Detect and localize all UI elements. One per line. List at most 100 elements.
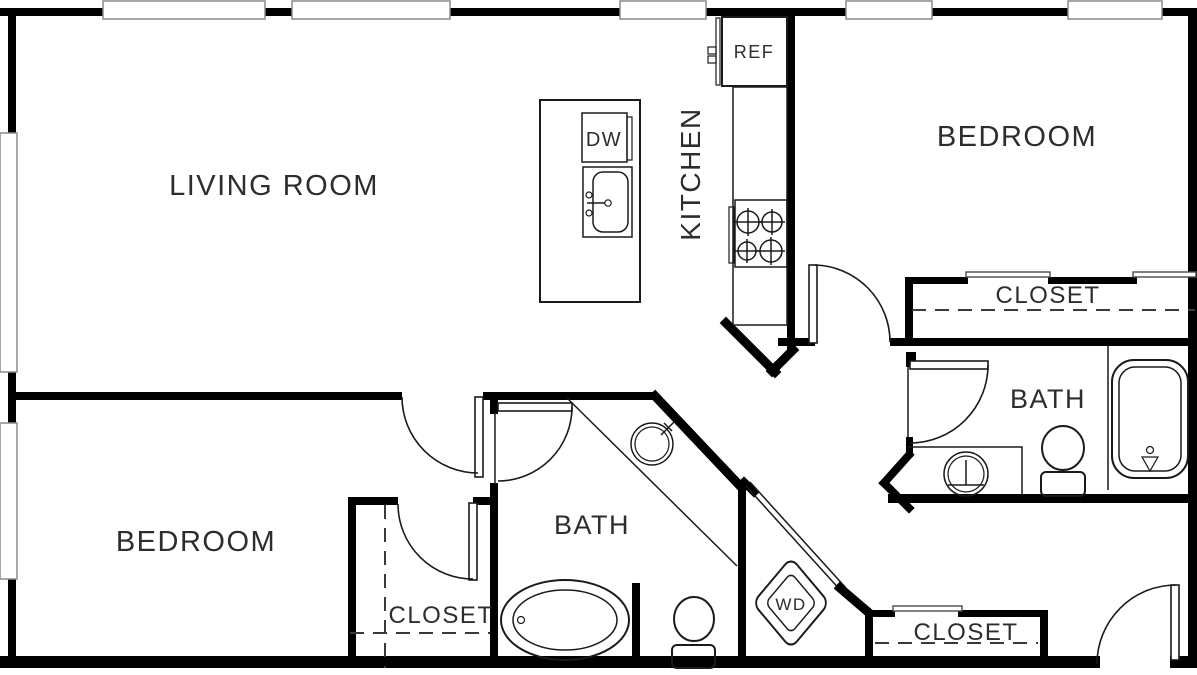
wall-closet-tr-top-2 <box>1048 277 1137 284</box>
island-sink-box <box>582 166 633 238</box>
dishwasher-door-edge <box>626 116 633 161</box>
vanity-sink <box>943 451 989 497</box>
refrigerator <box>707 16 788 87</box>
kitchen-counter-run <box>728 86 788 326</box>
wall-wd-to-closet-stub <box>833 581 875 619</box>
vanity-counter-edge <box>566 397 738 567</box>
bifold-door-wd-line-1[interactable] <box>745 485 843 593</box>
door-entry[interactable] <box>1096 584 1180 665</box>
label-bedroom-bottom-left: BEDROOM <box>116 526 276 558</box>
wall-bath-middle-north <box>483 392 657 400</box>
wall-kitchen-diagonal-end <box>765 343 800 378</box>
wall-tub-toilet-separator <box>632 583 640 668</box>
vanity-sink-inner <box>634 426 670 462</box>
window-left-bedroom <box>0 422 18 580</box>
sink-faucet-head <box>604 199 612 207</box>
wall-closet-bl-top-right <box>473 497 498 505</box>
door-leaf[interactable] <box>1170 584 1180 661</box>
wall-living-bedroom-divider <box>8 392 402 400</box>
wall-bath-middle-west <box>490 483 498 668</box>
label-bath-right: BATH <box>1010 384 1086 414</box>
label-refrigerator: REF <box>734 42 775 62</box>
label-bedroom-top-right: BEDROOM <box>937 121 1097 153</box>
sliding-door-closet-br[interactable] <box>892 605 963 612</box>
door-swing-arc <box>1096 584 1177 665</box>
washer-dryer-inner <box>767 574 815 632</box>
refrigerator-handle-2 <box>707 55 717 64</box>
door-swing-arc <box>397 503 474 580</box>
wall-closet-tr-bottom <box>890 338 1197 346</box>
wall-kitchen-east <box>787 14 795 352</box>
sink-knob-1 <box>585 191 593 199</box>
vanity-sink-inner <box>947 455 985 493</box>
wall-closet-br-top-2 <box>958 610 1040 617</box>
door-leaf[interactable] <box>497 402 573 412</box>
wall-bath-middle-diagonal <box>648 389 749 495</box>
vanity-sink <box>630 422 674 466</box>
stove-front-edge <box>728 206 735 264</box>
sliding-door-closet-tr-1[interactable] <box>965 271 1051 278</box>
door-bath-middle[interactable] <box>497 402 573 482</box>
wall-bath-middle-west-jamb <box>490 392 498 414</box>
label-washer-dryer: WD <box>775 595 806 614</box>
door-bath-right[interactable] <box>909 360 989 444</box>
wall-closet-br-top-1 <box>865 610 895 617</box>
toilet-tank <box>671 644 716 669</box>
wall-closet-tr-west <box>905 277 913 346</box>
wall-bath-right-south <box>888 494 1197 503</box>
wall-exterior-bottom <box>0 656 1100 668</box>
door-swing-arc <box>401 396 479 474</box>
window-top-1 <box>102 0 266 20</box>
door-leaf[interactable] <box>909 360 989 370</box>
door-bedroom-bl[interactable] <box>401 396 484 478</box>
sink-knob-2 <box>585 209 593 217</box>
door-leaf[interactable] <box>808 264 818 344</box>
island-sink-basin <box>592 171 629 233</box>
bathtub-drain <box>1145 445 1155 455</box>
wall-kitchen-diagonal <box>719 316 782 379</box>
door-closet-bl[interactable] <box>397 502 478 581</box>
counter-outline <box>732 86 788 326</box>
window-top-5 <box>1067 0 1163 20</box>
bifold-door-wd-line-2[interactable] <box>749 481 847 589</box>
wall-bath-right-chevron-upper <box>878 449 915 489</box>
refrigerator-body <box>721 16 788 87</box>
window-top-4 <box>845 0 933 20</box>
bathtub <box>1111 359 1189 479</box>
kitchen-island <box>539 99 641 303</box>
door-swing-arc <box>909 364 989 444</box>
bath-middle-fixtures <box>500 397 738 669</box>
window-top-3 <box>619 0 707 20</box>
label-kitchen: KITCHEN <box>675 107 706 240</box>
door-leaf[interactable] <box>468 502 478 581</box>
door-swing-arc <box>814 264 891 343</box>
toilet-bowl <box>1041 425 1085 471</box>
wall-closet-bl-top-left <box>348 497 398 505</box>
door-leaf[interactable] <box>474 396 484 478</box>
bathtub-drain <box>516 615 526 625</box>
window-left-living-room <box>0 132 18 373</box>
wall-closet-tr-top-1 <box>905 277 968 284</box>
island-counter <box>539 99 641 303</box>
wall-bath-middle-east <box>738 484 746 668</box>
washer-dryer <box>755 560 827 646</box>
sliding-door-closet-tr-2[interactable] <box>1132 271 1197 278</box>
door-bedroom-tr[interactable] <box>808 264 891 344</box>
stove <box>734 199 788 268</box>
refrigerator-handle-1 <box>707 46 717 55</box>
stove-burners <box>734 208 785 265</box>
label-closet-top-right: CLOSET <box>995 282 1100 309</box>
toilet-bowl <box>673 596 715 642</box>
wall-bedroom-tr-stub <box>778 338 815 346</box>
bathtub-inner <box>1118 366 1182 472</box>
wall-closet-br-east <box>1040 610 1048 668</box>
label-bath-middle: BATH <box>554 510 630 540</box>
label-closet-bottom-right: CLOSET <box>913 619 1018 646</box>
wall-closet-br-west <box>865 610 873 668</box>
label-dishwasher: DW <box>586 129 622 151</box>
vanity-faucet-cross <box>663 422 673 432</box>
vanity-counter <box>908 446 1023 494</box>
door-swing-arc <box>497 406 573 482</box>
